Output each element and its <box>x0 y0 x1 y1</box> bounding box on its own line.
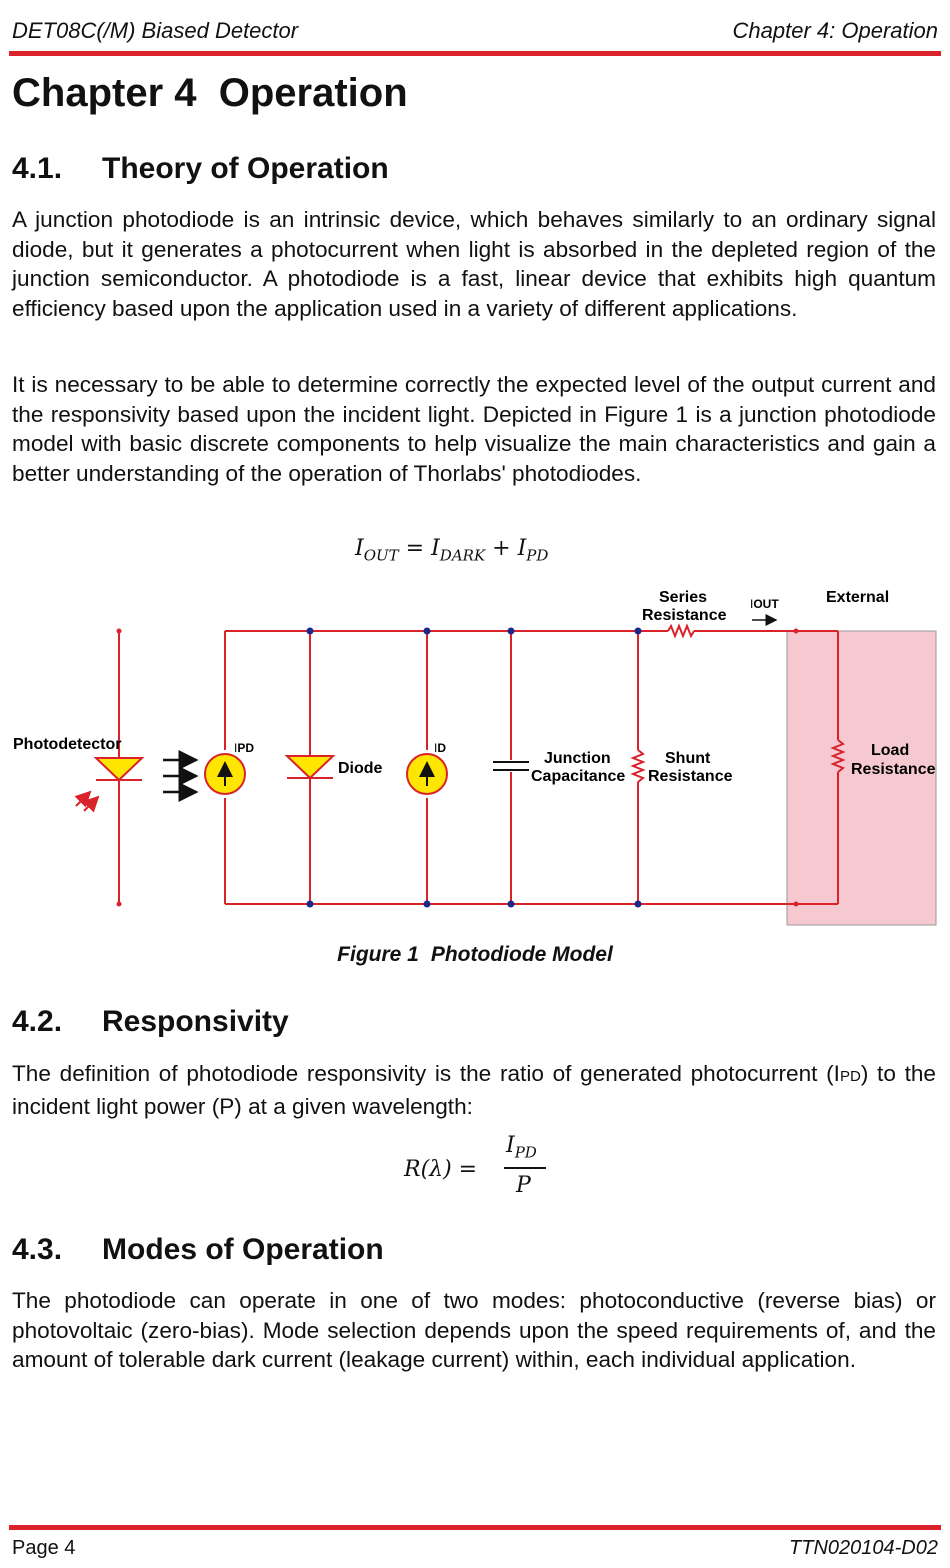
junction-capacitor-symbol <box>493 761 529 771</box>
load-resistance-label-2: Resistance <box>851 761 936 778</box>
ipd-label: IPD <box>234 741 254 755</box>
header-document-title: DET08C(/M) Biased Detector <box>12 18 299 43</box>
section-number: 4.2. <box>12 1005 63 1038</box>
equation-iout: IOUT = IDARK + IPD <box>355 536 549 565</box>
photodetector-symbol <box>93 628 145 907</box>
figure-caption: Figure 1 Photodiode Model <box>0 943 950 967</box>
junction-capacitance-label-2: Capacitance <box>531 768 625 785</box>
shunt-resistance-label-1: Shunt <box>665 750 711 767</box>
section-heading-4-3: 4.3. Modes of Operation <box>12 1233 384 1267</box>
circuit-nodes <box>306 627 642 908</box>
paragraph-responsivity: The definition of photodiode responsivit… <box>12 1061 936 1119</box>
external-load-box <box>786 630 937 926</box>
header-chapter-title: Chapter 4: Operation <box>732 18 938 43</box>
chapter-title: Chapter 4 Operation <box>12 71 408 115</box>
figure-caption-text: Photodiode Model <box>430 943 613 966</box>
series-resistance-label-1: Series <box>659 589 707 606</box>
photodetector-label: Photodetector <box>13 736 121 753</box>
section-heading-4-1: 4.1. Theory of Operation <box>12 152 389 186</box>
series-resistor-symbol <box>667 623 695 639</box>
figure-caption-label: Figure 1 <box>337 943 419 966</box>
responsivity-denominator: P <box>516 1173 531 1198</box>
shunt-resistance-label-2: Resistance <box>648 768 733 785</box>
circuit-wires <box>224 630 839 905</box>
paragraph-theory-2: It is necessary to be able to determine … <box>12 372 936 486</box>
diode-symbol <box>284 755 336 780</box>
section-heading-4-2: 4.2. Responsivity <box>12 1005 289 1039</box>
shunt-resistor-symbol <box>630 749 646 783</box>
current-source-ipd <box>204 753 246 795</box>
section-title: Modes of Operation <box>102 1233 384 1266</box>
series-resistance-label-2: Resistance <box>642 607 727 624</box>
header-rule <box>9 51 941 56</box>
section-title: Responsivity <box>102 1005 289 1038</box>
load-resistance-label-1: Load <box>871 742 909 759</box>
page-header: DET08C(/M) Biased Detector Chapter 4: Op… <box>12 18 938 48</box>
diode-label: Diode <box>338 760 383 777</box>
incident-light-arrows <box>163 750 199 802</box>
external-label: External <box>826 589 889 606</box>
junction-capacitance-label-1: Junction <box>544 750 611 767</box>
page-number: Page 4 <box>12 1537 76 1559</box>
footer-rule <box>9 1525 941 1530</box>
section-number: 4.3. <box>12 1233 63 1266</box>
paragraph-theory-1: A junction photodiode is an intrinsic de… <box>12 207 936 321</box>
document-code: TTN020104-D02 <box>789 1537 938 1559</box>
load-resistor-symbol <box>830 739 846 773</box>
responsivity-lhs: R(λ) = <box>404 1157 478 1182</box>
section-title: Theory of Operation <box>102 152 389 185</box>
current-source-id <box>406 753 448 795</box>
id-label: ID <box>434 741 446 755</box>
light-rays-icon <box>74 790 100 813</box>
photodiode-model-diagram: IPD Diode ID Junction Capacitance Shunt … <box>13 589 937 926</box>
iout-label: IOUT <box>750 597 779 611</box>
section-number: 4.1. <box>12 152 63 185</box>
paragraph-modes: The photodiode can operate in one of two… <box>12 1288 936 1373</box>
responsivity-numerator: IPD <box>506 1133 537 1162</box>
